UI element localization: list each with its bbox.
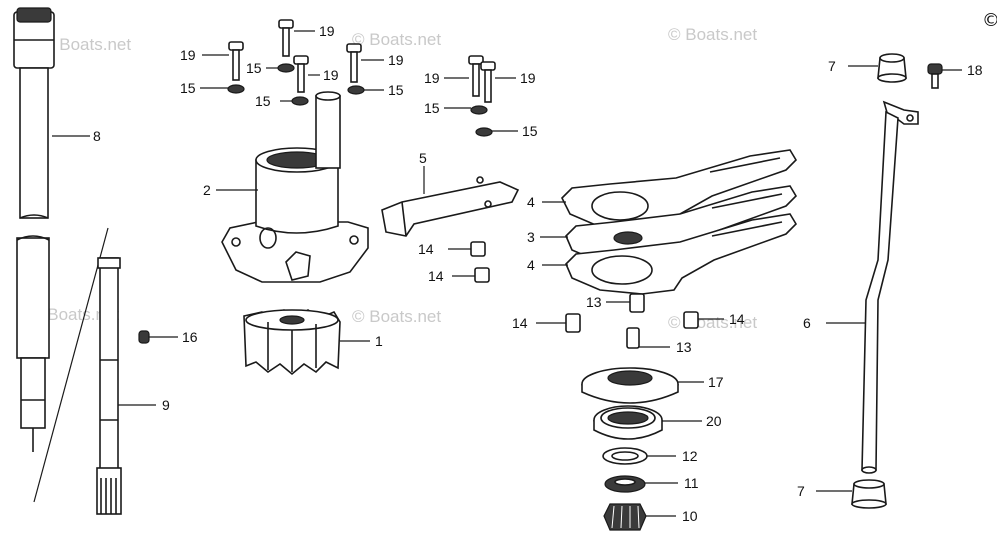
callout-8: 8 [93, 128, 101, 144]
callout-20: 20 [706, 413, 722, 429]
bolt-group-right [468, 55, 496, 137]
part-5-guide-plate [381, 176, 520, 237]
callout-7: 7 [828, 58, 836, 74]
part-9-drive-shaft [96, 257, 122, 515]
watermark: © Boats.net [42, 35, 131, 54]
callouts: 8 9 16 19 15 15 19 15 19 19 15 19 19 15 … [93, 23, 983, 524]
alignment-line [33, 227, 109, 503]
callout-19: 19 [388, 52, 404, 68]
callout-3: 3 [527, 229, 535, 245]
part-7-grommet-bottom [851, 479, 887, 509]
callout-14: 14 [512, 315, 528, 331]
watermark: © Boats.net [352, 30, 441, 49]
callout-15: 15 [388, 82, 404, 98]
callout-19: 19 [319, 23, 335, 39]
callout-10: 10 [682, 508, 698, 524]
part-2-pump-housing [221, 91, 369, 283]
part-8-water-tube [13, 7, 55, 452]
callout-15: 15 [255, 93, 271, 109]
bolt-group-left [227, 19, 365, 106]
callout-15: 15 [522, 123, 538, 139]
callout-19: 19 [323, 67, 339, 83]
part-10-pinion-gear [603, 503, 647, 531]
callout-19: 19 [180, 47, 196, 63]
part-7-grommet-top [877, 53, 907, 83]
callout-7: 7 [797, 483, 805, 499]
callout-4: 4 [527, 194, 535, 210]
callout-11: 11 [684, 475, 699, 491]
callout-15: 15 [246, 60, 262, 76]
callout-1: 1 [375, 333, 383, 349]
callout-13: 13 [586, 294, 602, 310]
part-1-impeller [243, 309, 341, 376]
callout-4: 4 [527, 257, 535, 273]
part-11-thrust-bearing [604, 475, 646, 493]
part-20-bearing [593, 405, 663, 440]
callout-15: 15 [180, 80, 196, 96]
watermark: © Boats.net [352, 307, 441, 326]
part-18-screw [927, 63, 943, 89]
part-17-seal-housing [581, 367, 679, 404]
watermark: © Boats.net [30, 305, 119, 324]
callout-19: 19 [520, 70, 536, 86]
part-13-14-sleeves [565, 293, 699, 349]
watermark: © Boats.net [668, 25, 757, 44]
callout-14: 14 [729, 311, 745, 327]
callout-15: 15 [424, 100, 440, 116]
callout-17: 17 [708, 374, 724, 390]
callout-14: 14 [418, 241, 434, 257]
copyright-symbol: © [982, 10, 997, 31]
part-12-shim [602, 447, 648, 465]
callout-5: 5 [419, 150, 427, 166]
callout-14: 14 [428, 268, 444, 284]
callout-9: 9 [162, 397, 170, 413]
part-16-key [138, 330, 150, 344]
callout-18: 18 [967, 62, 983, 78]
callout-12: 12 [682, 448, 698, 464]
callout-19: 19 [424, 70, 440, 86]
part-6-water-tube [861, 100, 919, 474]
callout-2: 2 [203, 182, 211, 198]
leader-lines [52, 30, 962, 517]
part-3-plate [565, 185, 798, 267]
callout-13: 13 [676, 339, 692, 355]
watermarks: © Boats.net © Boats.net © Boats.net © Bo… [30, 25, 757, 332]
part-4-gasket-bottom [565, 213, 798, 295]
callout-6: 6 [803, 315, 811, 331]
callout-16: 16 [182, 329, 198, 345]
